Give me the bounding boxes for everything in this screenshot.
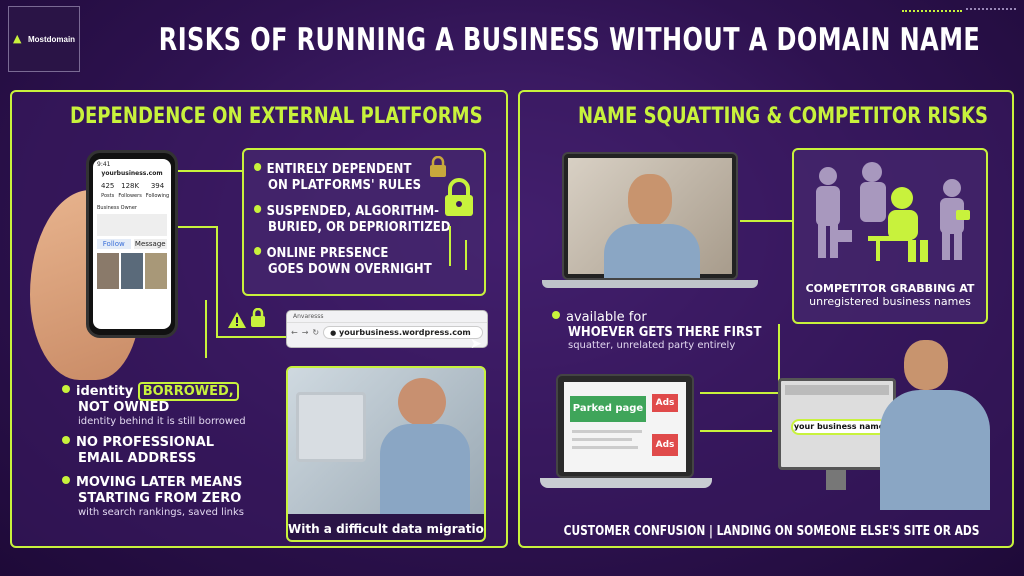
post-thumbnail [121, 253, 143, 289]
connector [178, 170, 242, 172]
search-input[interactable]: your business name [791, 419, 887, 435]
available-line1: available for [552, 310, 783, 325]
person-head [904, 340, 948, 390]
bullet-email: NO PROFESSIONAL [62, 435, 246, 451]
page-title: RISKS OF RUNNING A BUSINESS WITHOUT A DO… [158, 22, 981, 58]
url-bar[interactable]: ● yourbusiness.wordpress.com [323, 326, 483, 339]
down-arrow-icon [465, 240, 467, 270]
cursor-icon: ➤ [470, 336, 482, 352]
person-shirt [880, 390, 990, 510]
post-thumbnail [145, 253, 167, 289]
text-line [572, 430, 642, 433]
parked-laptop-base [540, 478, 712, 488]
available-line2: WHOEVER GETS THERE FIRST [568, 325, 762, 340]
phone-name: Business Owner [97, 205, 137, 211]
connector [740, 220, 792, 222]
left-bullets: identity BORROWED, NOT OWNED identity be… [62, 382, 246, 518]
brand-logo: ▲ Mostdomain [8, 6, 80, 72]
available-text: available for WHOEVER GETS THERE FIRST s… [552, 310, 783, 351]
logo-mark-icon: ▲ [12, 32, 22, 45]
bullet-moving: MOVING LATER MEANS [62, 475, 246, 491]
person-image [398, 378, 446, 426]
phone-bio [97, 214, 167, 236]
connector [216, 336, 286, 338]
photo-caption: With a difficult data migration [288, 514, 484, 540]
left-panel-title: DEPENDENCE ON EXTERNAL PLATFORMS [70, 104, 483, 129]
migration-photo-frame: With a difficult data migration [286, 366, 486, 542]
connector [700, 392, 778, 394]
available-sub: squatter, unrelated party entirely [568, 340, 736, 351]
bottom-caption: CUSTOMER CONFUSION | LANDING ON SOMEONE … [563, 524, 980, 539]
right-panel-title: NAME SQUATTING & COMPETITOR RISKS [578, 104, 989, 129]
browser-tab[interactable]: Anvaresss [287, 311, 487, 323]
padlock-icon [250, 307, 266, 332]
bullet-borrowed-cont: NOT OWNED [78, 400, 170, 415]
monitor-stand [826, 470, 846, 490]
monitor-image [296, 392, 366, 462]
forward-icon[interactable]: → [301, 328, 309, 337]
url-text: yourbusiness.wordpress.com [339, 328, 471, 337]
message-button[interactable]: Message [133, 239, 167, 249]
borrowed-highlight: BORROWED, [137, 382, 239, 401]
decor-dots [902, 10, 962, 16]
person-body [380, 424, 470, 514]
back-icon[interactable]: ← [291, 328, 298, 337]
warning-icon [228, 312, 246, 332]
rule-item: ENTIRELY DEPENDENT [254, 162, 449, 178]
bullet-borrowed-sub: identity behind it is still borrowed [78, 416, 246, 427]
search-monitor: your business name [778, 378, 896, 470]
bullet-moving-cont: STARTING FROM ZERO [78, 491, 242, 506]
person-shirt [604, 224, 700, 278]
rule-item-cont: GOES DOWN OVERNIGHT [268, 262, 432, 277]
competitor-caption-line2: unregistered business names [809, 295, 971, 308]
post-thumbnail [97, 253, 119, 289]
logo-text: Mostdomain [27, 34, 76, 44]
ad-block[interactable]: Ads [652, 394, 678, 412]
bullet-email-cont: EMAIL ADDRESS [78, 451, 197, 466]
padlock-icon [442, 178, 476, 222]
connector [205, 300, 207, 358]
rule-item: SUSPENDED, ALGORITHM- [254, 204, 449, 220]
laptop-top [562, 152, 738, 280]
rules-list: ENTIRELY DEPENDENT ON PLATFORMS' RULES S… [254, 162, 471, 278]
phone-time: 9:41 [97, 161, 111, 168]
browser-window: Anvaresss ← → ↻ ● yourbusiness.wordpress… [286, 310, 488, 348]
competitor-caption: COMPETITOR GRABBING AT unregistered busi… [796, 282, 984, 308]
rule-item-cont: BURIED, OR DEPRIORITIZED [268, 220, 451, 235]
rule-item-cont: ON PLATFORMS' RULES [268, 178, 422, 193]
monitor-toolbar [785, 385, 889, 395]
parked-laptop: Parked page Ads Ads [556, 374, 694, 478]
parked-page-screen: Parked page Ads Ads [564, 382, 686, 472]
phone-handle: yourbusiness.com [101, 170, 163, 177]
down-arrow-icon [449, 226, 451, 266]
bullet-moving-sub: with search rankings, saved links [78, 507, 245, 518]
connector [178, 226, 218, 228]
follow-button[interactable]: Follow [97, 239, 131, 249]
lock-icon: ● [330, 329, 337, 337]
decor-dots [966, 8, 1016, 16]
text-line [572, 446, 638, 449]
competitor-caption-line1: COMPETITOR GRABBING AT [805, 282, 975, 295]
parked-page-banner: Parked page [570, 396, 646, 422]
competitor-illustration [806, 158, 976, 268]
connector [778, 324, 780, 414]
padlock-icon [428, 155, 448, 182]
person-head [628, 174, 672, 226]
bullet-borrowed: identity BORROWED, [62, 382, 246, 401]
rule-item: ONLINE PRESENCE [254, 246, 449, 262]
text-line [572, 438, 632, 441]
ad-block[interactable]: Ads [652, 434, 678, 456]
connector [216, 228, 218, 336]
laptop-base [542, 280, 758, 288]
reload-icon[interactable]: ↻ [312, 328, 320, 337]
connector [700, 430, 772, 432]
